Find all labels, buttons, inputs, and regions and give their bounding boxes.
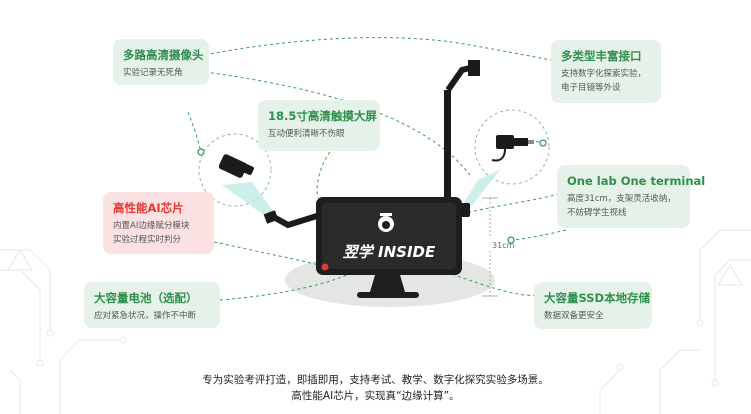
caption-line-1: 专为实验考评打造，即插即用，支持考试、教学、数字化探究实验多场景。	[202, 374, 549, 386]
dot-terminal	[507, 236, 515, 244]
caption-line-2: 高性能AI芯片，实现真“边缘计算”。	[291, 390, 460, 402]
feature-card-touchscreen: 18.5寸高清触摸大屏 互动便利清晰不伤眼	[258, 100, 380, 151]
card-desc: 应对紧急状况，操作不中断	[94, 311, 197, 321]
card-title: 多类型丰富接口	[561, 49, 642, 63]
device-badge: INSIDE	[378, 243, 436, 261]
card-desc: 高度31cm，支架灵活收纳，	[567, 194, 676, 204]
card-desc: 内置AI边缘赋分模块	[113, 221, 190, 231]
feature-card-interfaces: 多类型丰富接口 支持数字化探索实验， 电子目镜等外设	[551, 40, 661, 103]
device-brand: 翌学	[343, 243, 375, 261]
feature-card-terminal: One lab One terminal 高度31cm，支架灵活收纳， 不妨碍学…	[557, 165, 706, 228]
card-title: 大容量SSD本地存储	[544, 291, 651, 305]
svg-text:翌学 INSIDE: 翌学 INSIDE	[343, 243, 436, 261]
card-desc: 电子目镜等外设	[561, 83, 621, 93]
feature-card-battery: 大容量电池（选配） 应对紧急状况，操作不中断	[84, 282, 220, 328]
camera-icon	[218, 154, 254, 178]
card-desc: 实验记录无死角	[123, 68, 183, 78]
card-title: 多路高清摄像头	[123, 48, 204, 62]
card-title: 18.5寸高清触摸大屏	[268, 109, 377, 123]
card-desc: 数据双备更安全	[544, 311, 604, 321]
dot-camera	[197, 148, 205, 156]
feature-card-ai-chip: 高性能AI芯片 内置AI边缘赋分模块 实验过程实时判分	[103, 192, 214, 254]
card-title: 大容量电池（选配）	[94, 291, 198, 305]
feature-card-camera: 多路高清摄像头 实验记录无死角	[113, 39, 209, 85]
height-label: 31cm	[492, 241, 515, 250]
height-measure	[482, 197, 498, 297]
camera-zoom-circle	[198, 133, 272, 207]
dot-interfaces	[539, 139, 547, 147]
card-desc: 支持数字化探索实验，	[561, 69, 647, 79]
card-desc: 实验过程实时判分	[113, 235, 182, 245]
card-title: One lab One terminal	[567, 174, 706, 188]
card-desc: 互动便利清晰不伤眼	[268, 129, 345, 139]
feature-card-ssd: 大容量SSD本地存储 数据双备更安全	[534, 282, 652, 329]
interface-zoom-circle	[474, 109, 550, 185]
usb-connector-icon	[491, 135, 534, 162]
card-title: 高性能AI芯片	[113, 201, 184, 215]
card-desc: 不妨碍学生视线	[567, 208, 627, 218]
